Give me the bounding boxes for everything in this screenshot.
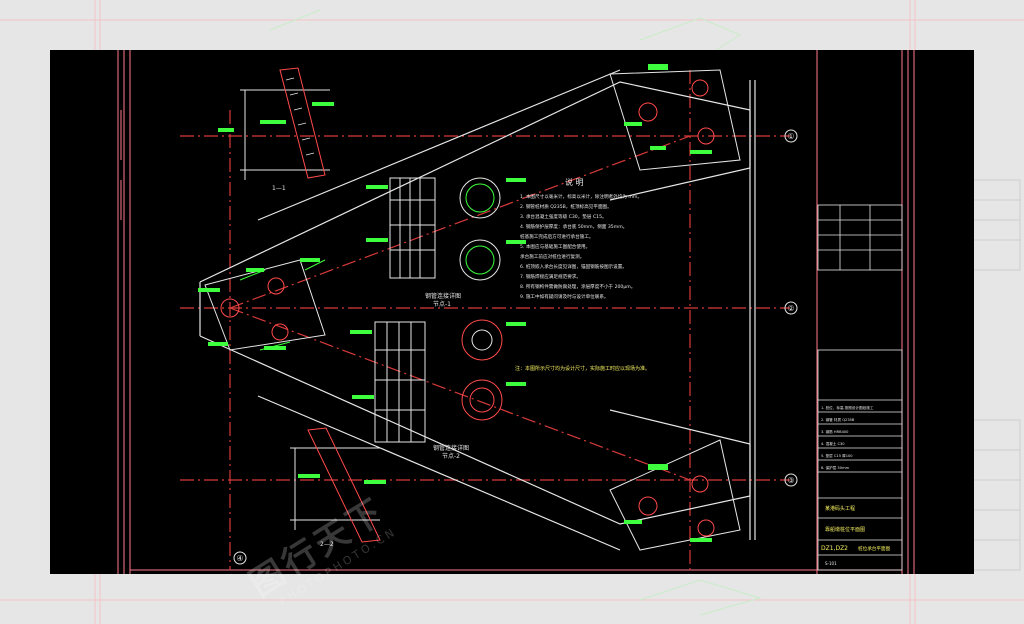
cad-viewport[interactable]: ① ② ③ ④ 1—1 2—2 钢管连接详图 节点-1 钢管连接详图 节点-2 … bbox=[50, 50, 974, 574]
pile-cap-outline bbox=[199, 69, 756, 551]
note-line: 6. 桩顶嵌入承台长度见详图，锚固钢筋按图示设置。 bbox=[520, 263, 627, 270]
extra-note: 注：本图所示尺寸均为设计尺寸，实际施工时应以现场为准。 bbox=[515, 365, 650, 372]
pipe-sections bbox=[459, 177, 526, 421]
rev-row: 4. 混凝土 C30 bbox=[821, 441, 845, 446]
section-label-1: 1—1 bbox=[272, 185, 286, 192]
drawing-name: 靠船墩桩位平面图 bbox=[825, 526, 865, 533]
note-line: 5. 本图应与基础施工图配合使用。 bbox=[520, 243, 590, 250]
pile-group-top-right bbox=[609, 64, 741, 171]
note-line: 1. 本图尺寸以毫米计，标高以米计，除注明者外均为 mm。 bbox=[520, 193, 642, 200]
connection-detail-2 bbox=[374, 321, 426, 443]
section-label-2: 2—2 bbox=[320, 541, 334, 548]
note-line: 8. 所有钢构件需做防腐处理，涂层厚度不小于 200μm。 bbox=[520, 283, 635, 290]
note-line: 2. 钢管桩材质 Q235B，桩顶标高见平面图。 bbox=[520, 203, 612, 210]
pile-group-bottom-right bbox=[609, 439, 741, 551]
connection-detail-1 bbox=[389, 177, 436, 279]
axis-marker-3: ③ bbox=[787, 476, 794, 485]
axis-markers bbox=[233, 129, 798, 565]
rev-row: 3. 钢筋 HRB400 bbox=[821, 429, 849, 434]
axis-marker-1: ① bbox=[787, 132, 794, 141]
pile-group-left bbox=[198, 258, 326, 351]
detail-label-2-sub: 节点-2 bbox=[442, 452, 460, 460]
note-line: 9. 施工中如有疑问请及时与设计单位联系。 bbox=[520, 293, 609, 300]
drawing-number: S-101 bbox=[825, 561, 837, 566]
note-line: 7. 钢筋焊接应满足规范要求。 bbox=[520, 273, 581, 280]
general-notes: 说 明 1. 本图尺寸以毫米计，标高以米计，除注明者外均为 mm。 2. 钢管桩… bbox=[515, 177, 650, 372]
detail-label-1-sub: 节点-1 bbox=[433, 300, 451, 308]
cad-drawing: ① ② ③ ④ 1—1 2—2 钢管连接详图 节点-1 钢管连接详图 节点-2 … bbox=[117, 50, 915, 574]
detail-label-1: 钢管连接详图 bbox=[425, 292, 461, 300]
detail-label-2: 钢管连接详图 bbox=[433, 444, 469, 452]
project-name: 某港码头工程 bbox=[825, 505, 855, 512]
drawing-frame bbox=[117, 50, 915, 574]
rev-row: 5. 垫层 C15 厚100 bbox=[821, 453, 853, 458]
note-line: 3. 承台混凝土强度等级 C30，垫层 C15。 bbox=[520, 213, 607, 220]
centerlines bbox=[180, 70, 790, 570]
note-line: 4. 钢筋保护层厚度：承台底 50mm，侧面 35mm。 bbox=[520, 223, 627, 230]
drawing-title: 桩位承台平面图 bbox=[858, 545, 891, 552]
rev-row: 2. 钢管 材质 Q235B bbox=[821, 417, 855, 422]
rev-row: 6. 保护层 50mm bbox=[821, 465, 850, 470]
title-block: 1. 桩位、标高 按照设计图纸施工 2. 钢管 材质 Q235B 3. 钢筋 H… bbox=[817, 204, 903, 571]
note-line: 桩基施工完成后方可进行承台施工。 bbox=[520, 233, 594, 240]
pile-section-2 bbox=[290, 427, 386, 543]
notes-title: 说 明 bbox=[565, 177, 584, 187]
axis-marker-4: ④ bbox=[236, 554, 243, 563]
pile-section-1 bbox=[218, 67, 334, 180]
axis-marker-2: ② bbox=[787, 304, 794, 313]
drawing-code: DZ1,DZ2 bbox=[821, 545, 848, 552]
rev-row: 1. 桩位、标高 按照设计图纸施工 bbox=[821, 405, 874, 410]
note-line: 承台施工前应对桩位进行复测。 bbox=[520, 253, 584, 260]
